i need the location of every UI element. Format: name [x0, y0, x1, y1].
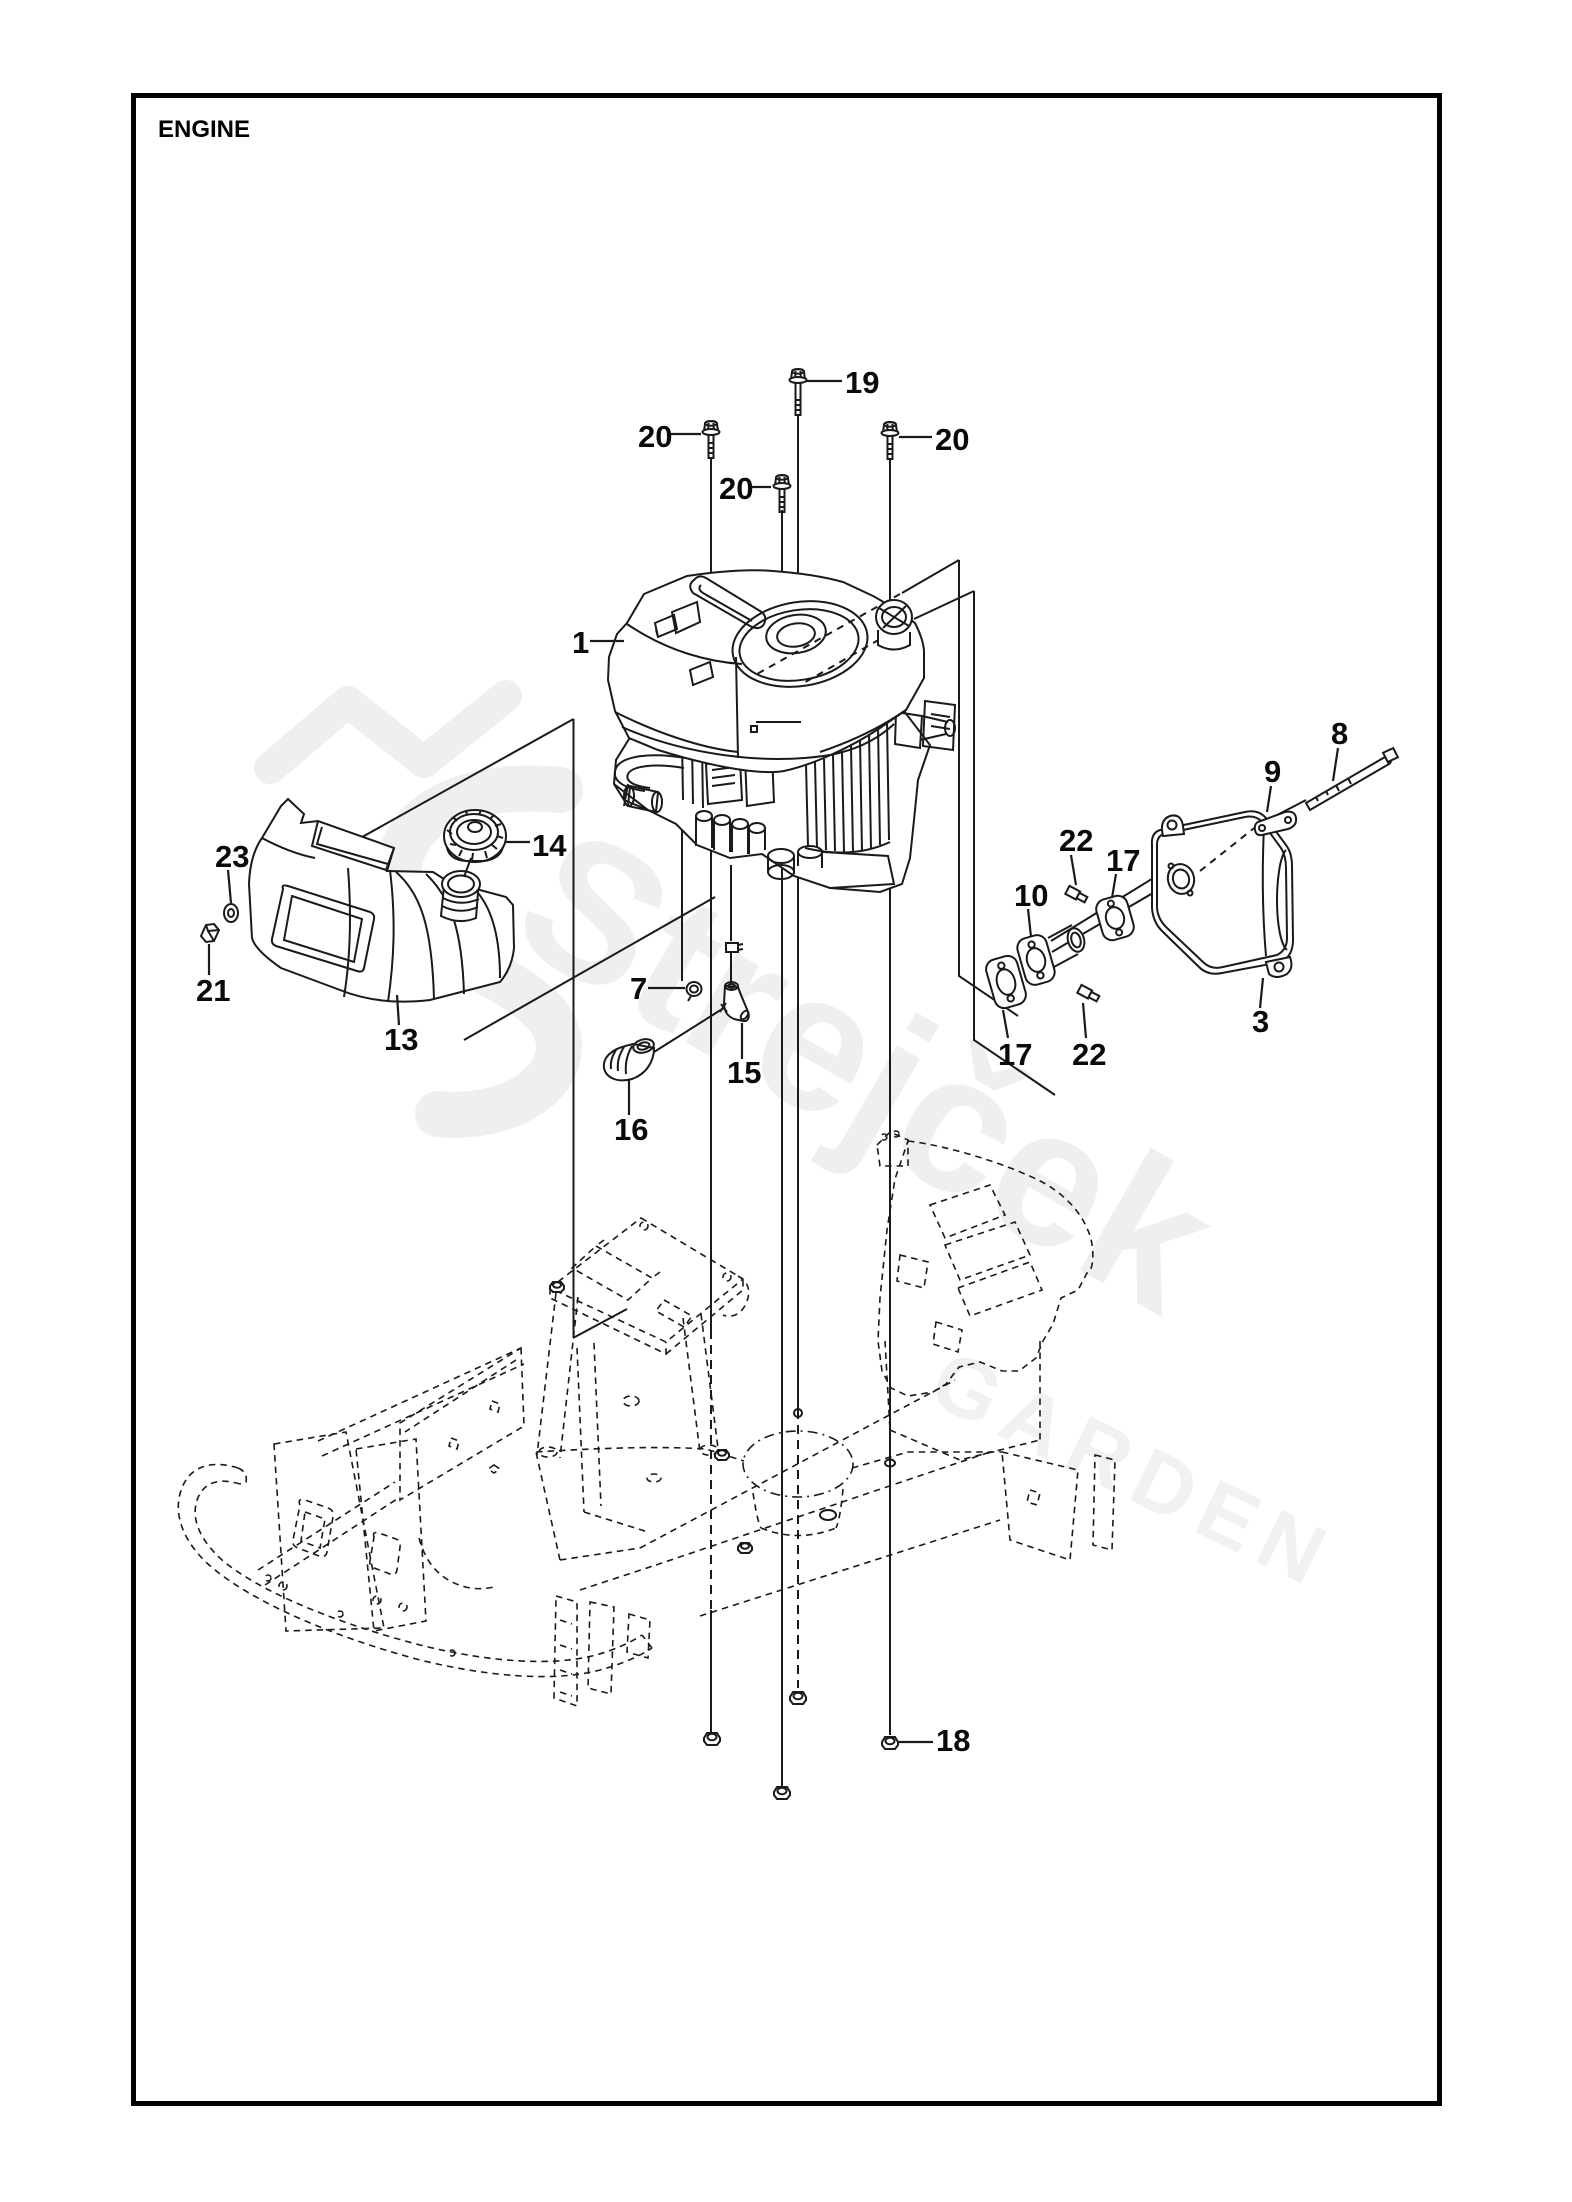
svg-text:9: 9 — [1264, 754, 1281, 789]
svg-text:21: 21 — [196, 973, 230, 1008]
svg-text:7: 7 — [630, 971, 647, 1006]
svg-text:1: 1 — [572, 625, 589, 660]
svg-text:23: 23 — [215, 839, 249, 874]
svg-text:8: 8 — [1331, 716, 1348, 751]
svg-text:17: 17 — [1106, 843, 1140, 878]
svg-text:19: 19 — [845, 365, 879, 400]
svg-text:22: 22 — [1059, 823, 1093, 858]
svg-text:17: 17 — [998, 1037, 1032, 1072]
svg-text:20: 20 — [935, 422, 969, 457]
svg-text:16: 16 — [614, 1112, 648, 1147]
svg-text:18: 18 — [936, 1723, 970, 1758]
svg-text:15: 15 — [727, 1055, 761, 1090]
svg-text:20: 20 — [638, 419, 672, 454]
svg-text:13: 13 — [384, 1022, 418, 1057]
svg-text:3: 3 — [1252, 1004, 1269, 1039]
svg-text:22: 22 — [1072, 1037, 1106, 1072]
svg-text:20: 20 — [719, 471, 753, 506]
svg-text:14: 14 — [532, 828, 567, 863]
svg-text:10: 10 — [1014, 878, 1048, 913]
svg-text:ENGINE: ENGINE — [158, 116, 250, 143]
